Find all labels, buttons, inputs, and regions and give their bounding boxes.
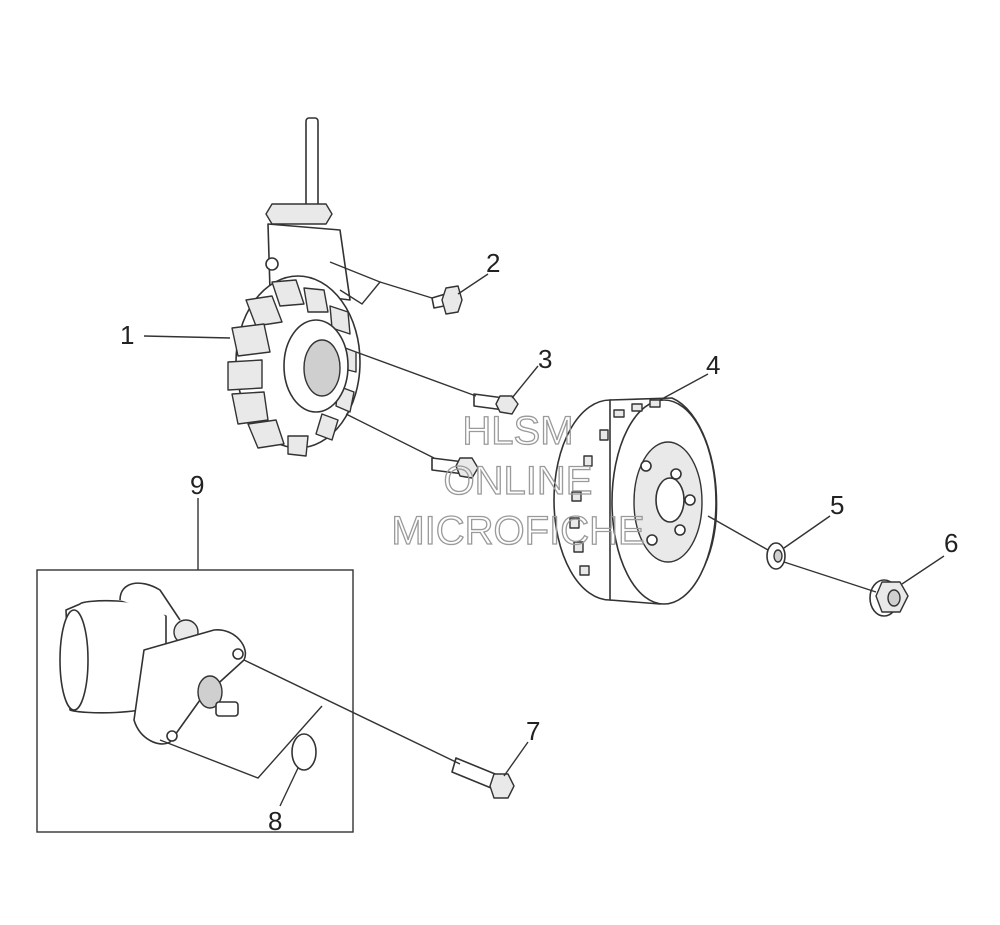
bolt-7 [451,757,515,799]
callout-8: 8 [268,806,282,836]
callout-2: 2 [486,248,500,278]
stator-assembly [227,117,361,457]
bolt-3-upper [473,393,519,415]
callout-9: 9 [190,470,204,500]
watermark: HLSM ONLINE MICROFICHE [391,408,646,553]
starter-motor [59,582,247,745]
watermark-line-2: ONLINE [444,459,593,503]
leader-lines [143,261,945,807]
watermark-line-3: MICROFICHE [391,509,644,553]
callout-labels: 1 2 3 4 5 6 7 8 9 [120,248,958,836]
bolt-3-lower [431,457,479,479]
o-ring-8 [291,733,317,771]
callout-4: 4 [706,350,720,380]
callout-1: 1 [120,320,134,350]
starter-motor-frame [36,569,354,833]
flywheel-rotor [553,397,718,605]
callout-5: 5 [830,490,844,520]
flange-nut-6 [869,579,909,617]
bolt-2 [431,285,463,315]
washer-5 [766,542,786,570]
watermark-line-1: HLSM [462,409,573,453]
callout-7: 7 [526,716,540,746]
callout-6: 6 [944,528,958,558]
callout-3: 3 [538,344,552,374]
